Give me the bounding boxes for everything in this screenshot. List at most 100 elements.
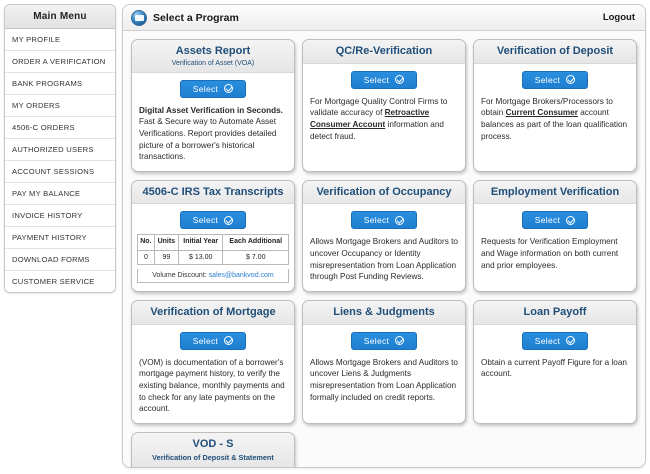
select-button[interactable]: Select xyxy=(351,331,417,350)
select-button[interactable]: Select xyxy=(180,331,246,350)
select-button-label: Select xyxy=(363,74,390,85)
sidebar-item-invoice-history[interactable]: INVOICE HISTORY xyxy=(5,205,115,227)
select-button[interactable]: Select xyxy=(180,79,246,98)
select-button-label: Select xyxy=(363,335,390,346)
check-circle-icon xyxy=(566,215,576,225)
card-button-row: Select xyxy=(132,72,294,103)
logout-link[interactable]: Logout xyxy=(602,12,635,23)
card-description: Allows Mortgage Brokers and Auditors to … xyxy=(310,237,458,282)
sidebar-item-bank-programs[interactable]: BANK PROGRAMS xyxy=(5,73,115,95)
card-description: Allows Mortgage Brokers and Auditors to … xyxy=(310,357,458,402)
card-header: 4506-C IRS Tax Transcripts xyxy=(132,180,294,205)
sidebar-item-customer-service[interactable]: CUSTOMER SERVICE xyxy=(5,271,115,292)
card-button-row: Select xyxy=(474,324,636,355)
card-button-row: Select xyxy=(303,63,465,94)
check-circle-icon xyxy=(566,336,576,346)
sidebar-item-pay-my-balance[interactable]: PAY MY BALANCE xyxy=(5,183,115,205)
program-card-vod-s: VOD - S Verification of Deposit & Stateme… xyxy=(131,431,295,467)
card-header: Liens & Judgments xyxy=(303,301,465,325)
card-description: (VOM) is documentation of a borrower's m… xyxy=(139,357,285,414)
sidebar-item-4506-c-orders[interactable]: 4506-C ORDERS xyxy=(5,117,115,139)
sidebar-item-authorized-users[interactable]: AUTHORIZED USERS xyxy=(5,139,115,161)
select-button-label: Select xyxy=(534,215,561,226)
page-title: Select a Program xyxy=(153,11,239,24)
card-title: Loan Payoff xyxy=(523,306,587,319)
card-title: QC/Re-Verification xyxy=(335,45,433,57)
select-button[interactable]: Select xyxy=(522,331,588,350)
card-button-row: Select xyxy=(132,324,294,355)
card-button-row: Select xyxy=(474,204,636,235)
table-cell: $ 13.00 xyxy=(177,250,224,266)
check-circle-icon xyxy=(224,215,234,225)
card-subtitle: Verification of Deposit & Statement xyxy=(152,452,274,462)
table-cell: $ 7.00 xyxy=(222,250,289,266)
card-title: Assets Report xyxy=(175,45,251,57)
card-title: Liens & Judgments xyxy=(333,306,435,319)
card-title: Verification of Deposit xyxy=(496,45,614,57)
select-button-label: Select xyxy=(534,74,561,85)
card-button-row: Select xyxy=(303,204,465,235)
topbar: Select a Program Logout xyxy=(123,5,645,31)
sidebar-item-account-sessions[interactable]: ACCOUNT SESSIONS xyxy=(5,161,115,183)
check-circle-icon xyxy=(395,336,405,346)
select-button-label: Select xyxy=(534,335,561,346)
check-circle-icon xyxy=(395,215,405,225)
select-button[interactable]: Select xyxy=(522,70,588,89)
check-circle-icon xyxy=(224,336,234,346)
card-subtitle: Verification of Asset (VOA) xyxy=(171,59,255,67)
sales-email-link[interactable]: sales@bankvod.com xyxy=(208,272,274,280)
check-circle-icon xyxy=(566,75,576,85)
card-button-row: Select xyxy=(303,324,465,355)
select-button[interactable]: Select xyxy=(522,211,588,230)
card-title: Verification of Occupancy xyxy=(316,185,452,198)
card-header: VOD - S Verification of Deposit & Stateme… xyxy=(132,432,294,467)
card-title: Employment Verification xyxy=(490,185,620,198)
table-header-cell: No. xyxy=(137,234,155,252)
card-description: Requests for Verification Employment and… xyxy=(481,237,619,270)
volume-discount-note: Volume Discount: sales@bankvod.com xyxy=(137,269,289,284)
card-title: 4506-C IRS Tax Transcripts xyxy=(142,185,284,198)
select-button-label: Select xyxy=(192,83,219,94)
table-cell: 0 xyxy=(137,250,155,266)
card-header: Verification of Mortgage xyxy=(132,301,294,325)
table-header-cell: Units xyxy=(153,234,179,252)
sidebar-item-download-forms[interactable]: DOWNLOAD FORMS xyxy=(5,249,115,271)
card-title: VOD - S xyxy=(192,437,234,450)
sidebar-header: Main Menu xyxy=(5,5,115,29)
card-header: Loan Payoff xyxy=(474,301,636,325)
select-button[interactable]: Select xyxy=(351,211,417,230)
card-button-row: Select xyxy=(474,63,636,94)
select-button-label: Select xyxy=(192,335,219,346)
select-button[interactable]: Select xyxy=(351,70,417,89)
sidebar-item-order-a-verification[interactable]: ORDER A VERIFICATION xyxy=(5,51,115,73)
check-circle-icon xyxy=(395,75,405,85)
card-header: Verification of Occupancy xyxy=(303,180,465,205)
select-button-label: Select xyxy=(192,215,219,226)
sidebar-item-payment-history[interactable]: PAYMENT HISTORY xyxy=(5,227,115,249)
card-description: Obtain a current Payoff Figure for a loa… xyxy=(481,357,627,379)
sidebar-item-my-profile[interactable]: MY PROFILE xyxy=(5,29,115,51)
program-disc-icon xyxy=(131,9,147,26)
table-header-cell: Each Additional xyxy=(222,234,289,252)
select-button[interactable]: Select xyxy=(180,211,246,230)
volume-discount-label: Volume Discount: xyxy=(152,272,207,280)
check-circle-icon xyxy=(224,84,234,94)
sidebar-item-my-orders[interactable]: MY ORDERS xyxy=(5,95,115,117)
